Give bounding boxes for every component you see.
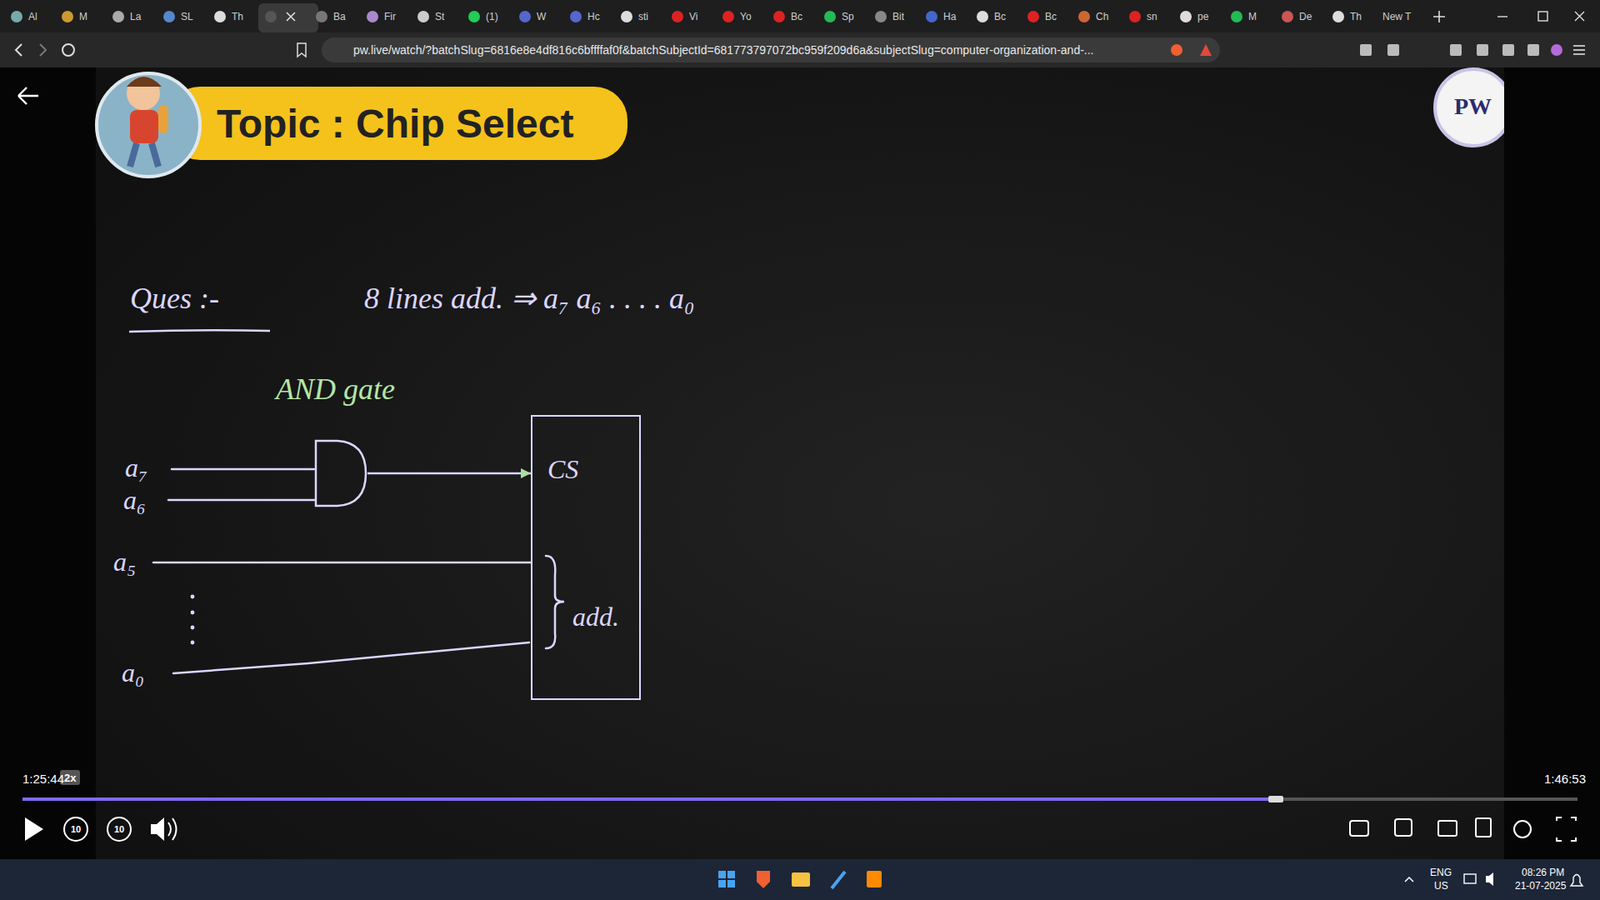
connector-line xyxy=(367,472,531,475)
skip-seconds: 10 xyxy=(70,825,81,835)
signal-name: a₀ xyxy=(121,659,145,686)
question-label: Ques :- xyxy=(130,283,220,314)
tab-label: Bc xyxy=(790,11,803,22)
signal-connector xyxy=(367,468,531,479)
tab-label: Bc xyxy=(994,11,1006,22)
total-time: 1:46:53 xyxy=(1544,772,1586,785)
tab-label: Fir xyxy=(384,11,396,22)
and-gate: AND gate xyxy=(314,439,368,508)
tab-label: Ha xyxy=(943,11,956,22)
language-code: ENG xyxy=(1430,867,1452,878)
tab-label: New T xyxy=(1382,11,1411,22)
signal-name: a₇ xyxy=(125,454,148,481)
elapsed-time: 1:25:44 xyxy=(22,772,65,785)
tab-label: De xyxy=(1299,11,1312,22)
tab-label: sti xyxy=(638,11,649,22)
topic-title: Topic : Chip Select xyxy=(216,104,574,145)
clock-time: 08:26 PM xyxy=(1521,867,1565,878)
tab-label: St xyxy=(435,11,445,22)
tab-label: Th xyxy=(231,11,244,22)
tab-label: pe xyxy=(1197,11,1209,22)
tab-label: Hc xyxy=(587,11,600,22)
tab-label: Bc xyxy=(1045,11,1057,22)
url-text: pw.live/watch/?batchSlug=6816e8e4df816c6… xyxy=(353,44,1095,56)
tab-label: Sp xyxy=(841,11,855,22)
gate-label: AND gate xyxy=(275,374,395,405)
skip-seconds: 10 xyxy=(114,825,125,835)
tab-label: M xyxy=(1248,11,1257,22)
tab-label: W xyxy=(536,11,546,22)
question-text: 8 lines add. ⇒ a₇ a₆ . . . . a₀ xyxy=(364,283,695,314)
and-gate-symbol xyxy=(314,439,368,508)
and-gate-outline xyxy=(315,440,366,506)
logo-text: PW xyxy=(1454,95,1492,119)
signal-name: a₅ xyxy=(113,548,136,575)
tab-label: (1) xyxy=(485,11,499,22)
tab-label: Ch xyxy=(1095,11,1109,22)
clock-date: 21-07-2025 xyxy=(1515,880,1566,891)
tab-label: La xyxy=(130,11,141,22)
pin-label: CS xyxy=(547,455,579,483)
tab-label: Ba xyxy=(333,11,346,22)
tab-label: Yo xyxy=(740,11,752,22)
tab-label: sn xyxy=(1146,11,1158,22)
tab-label: Al xyxy=(28,11,38,22)
pin-label: add. xyxy=(572,603,620,630)
tab-label: Bit xyxy=(892,11,905,22)
region-code: US xyxy=(1434,880,1449,891)
tab-label: Th xyxy=(1350,11,1362,22)
tab-label: M xyxy=(79,11,88,22)
tab-label: Vi xyxy=(689,11,698,22)
arrow-head xyxy=(520,468,531,479)
signal-name: a₆ xyxy=(123,486,146,514)
tab-label: SL xyxy=(180,11,194,22)
speed-badge: 2x xyxy=(64,772,76,784)
memory-chip-box: CS add. xyxy=(530,415,641,700)
